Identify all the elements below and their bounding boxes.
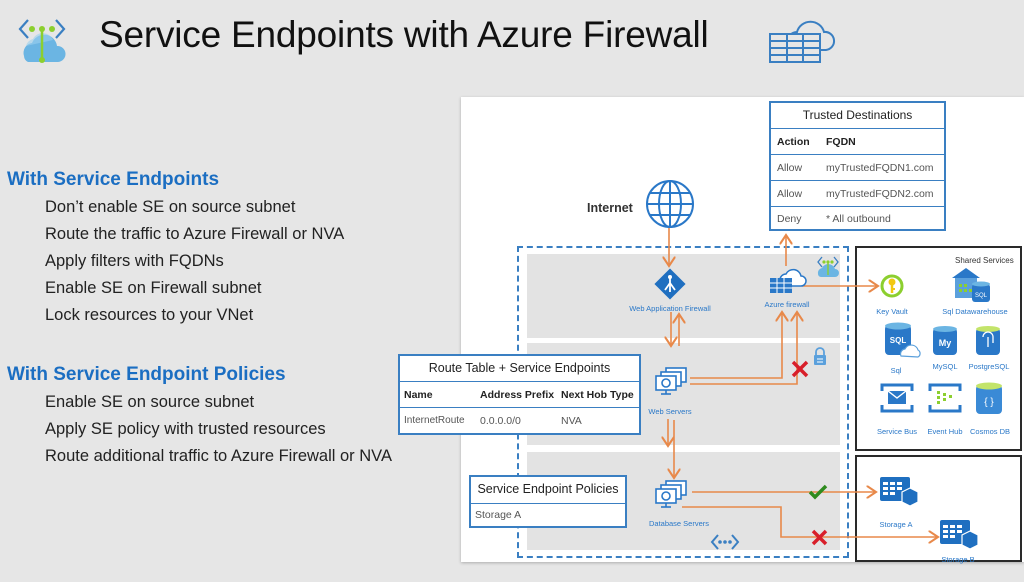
event-hub-icon xyxy=(928,383,962,413)
list-item: Don’t enable SE on source subnet xyxy=(45,198,296,216)
table-cell: 0.0.0.0/0 xyxy=(480,414,521,427)
table-cell: myTrustedFQDN2.com xyxy=(826,187,934,200)
internet-label: Internet xyxy=(587,201,633,215)
table-row: Allow myTrustedFQDN1.com xyxy=(771,155,944,181)
storage-a-icon xyxy=(880,477,919,507)
cosmos-db-icon: { } xyxy=(976,382,1002,414)
column-header: Address Prefix xyxy=(480,388,555,401)
allow-check-icon xyxy=(808,484,828,500)
virtual-network-icon xyxy=(710,534,740,550)
table-row: InternetRoute 0.0.0.0/0 NVA xyxy=(400,408,639,433)
sql-icon: SQL xyxy=(885,322,921,358)
table-cell: Deny xyxy=(777,213,802,225)
globe-icon xyxy=(646,180,694,228)
column-header: Name xyxy=(404,388,433,401)
table-header-row: Name Address Prefix Next Hob Type xyxy=(400,382,639,408)
column-header: Action xyxy=(777,135,810,148)
sql-datawarehouse-icon: SQL xyxy=(952,268,990,302)
page-title: Service Endpoints with Azure Firewall xyxy=(99,14,709,55)
azure-firewall-node-icon xyxy=(770,268,807,293)
list-item: Enable SE on Firewall subnet xyxy=(45,279,262,297)
service-label: Sql Datawarehouse xyxy=(942,307,1008,316)
arrow-web-to-firewall xyxy=(690,312,782,379)
table-cell: InternetRoute xyxy=(404,415,465,426)
table-row: Deny * All outbound xyxy=(771,207,944,231)
section-heading: With Service Endpoints xyxy=(7,169,220,190)
column-header: Next Hob Type xyxy=(561,388,634,401)
section-heading: With Service Endpoint Policies xyxy=(7,364,286,385)
table-title: Route Table + Service Endpoints xyxy=(400,356,639,382)
service-endpoint-icon xyxy=(817,256,839,277)
trusted-destinations-table: Trusted Destinations Action FQDN Allow m… xyxy=(769,101,946,231)
table-cell: Storage A xyxy=(475,509,522,521)
list-item: Route the traffic to Azure Firewall or N… xyxy=(45,225,345,243)
web-application-firewall-icon xyxy=(654,268,686,300)
service-bus-icon xyxy=(880,383,914,413)
service-label: MySQL xyxy=(932,362,958,371)
storage-box xyxy=(855,455,1022,562)
subnet-firewall xyxy=(527,254,840,338)
table-cell: Allow xyxy=(777,187,803,200)
database-servers-icon xyxy=(655,480,687,508)
table-cell: NVA xyxy=(561,414,582,427)
storage-label: Storage B xyxy=(941,555,975,564)
svg-text:SQL: SQL xyxy=(975,293,988,299)
deny-x-icon xyxy=(811,529,828,546)
table-header-row: Action FQDN xyxy=(771,129,944,155)
route-table: Route Table + Service Endpoints Name Add… xyxy=(398,354,641,435)
web-servers-icon xyxy=(655,367,687,395)
column-header: FQDN xyxy=(826,135,856,148)
service-label: Sql xyxy=(890,366,902,375)
service-endpoint-policies-table: Service Endpoint Policies Storage A xyxy=(469,475,627,528)
list-item: Enable SE on source subnet xyxy=(45,393,255,411)
waf-label: Web Application Firewall xyxy=(629,304,711,313)
storage-label: Storage A xyxy=(879,520,913,529)
azure-firewall-icon xyxy=(768,10,846,66)
shared-services-title: Shared Services xyxy=(955,256,1014,265)
list-item: Route additional traffic to Azure Firewa… xyxy=(45,447,392,465)
table-title: Trusted Destinations xyxy=(771,103,944,129)
service-label: Service Bus xyxy=(876,427,918,436)
table-cell: Allow xyxy=(777,161,803,174)
azure-firewall-label: Azure firewall xyxy=(764,300,810,309)
mysql-icon: My xyxy=(933,326,957,355)
svg-text:SQL: SQL xyxy=(890,336,907,345)
service-label: PostgreSQL xyxy=(968,362,1010,371)
list-item: Apply filters with FQDNs xyxy=(45,252,224,270)
service-label: Key Vault xyxy=(876,307,908,316)
postgresql-icon xyxy=(976,326,1000,355)
web-servers-label: Web Servers xyxy=(648,407,692,416)
table-title: Service Endpoint Policies xyxy=(471,477,625,504)
key-vault-icon xyxy=(880,274,904,298)
service-label: Event Hub xyxy=(927,427,963,436)
table-row: Storage A xyxy=(471,504,625,526)
deny-x-icon xyxy=(791,360,809,378)
table-row: Allow myTrustedFQDN2.com xyxy=(771,181,944,207)
svg-text:{ }: { } xyxy=(984,397,994,408)
arrow-db-to-storage-b xyxy=(682,506,938,537)
lock-icon xyxy=(814,347,826,365)
table-cell: * All outbound xyxy=(826,213,891,225)
svg-text:My: My xyxy=(939,338,952,348)
list-item: Lock resources to your VNet xyxy=(45,306,254,324)
service-label: Cosmos DB xyxy=(969,427,1010,436)
table-cell: myTrustedFQDN1.com xyxy=(826,161,934,174)
storage-b-icon xyxy=(940,520,979,550)
arrow-web-to-firewall-blocked xyxy=(690,312,797,385)
database-servers-label: Database Servers xyxy=(648,519,710,528)
service-endpoint-icon xyxy=(16,16,68,74)
list-item: Apply SE policy with trusted resources xyxy=(45,420,326,438)
